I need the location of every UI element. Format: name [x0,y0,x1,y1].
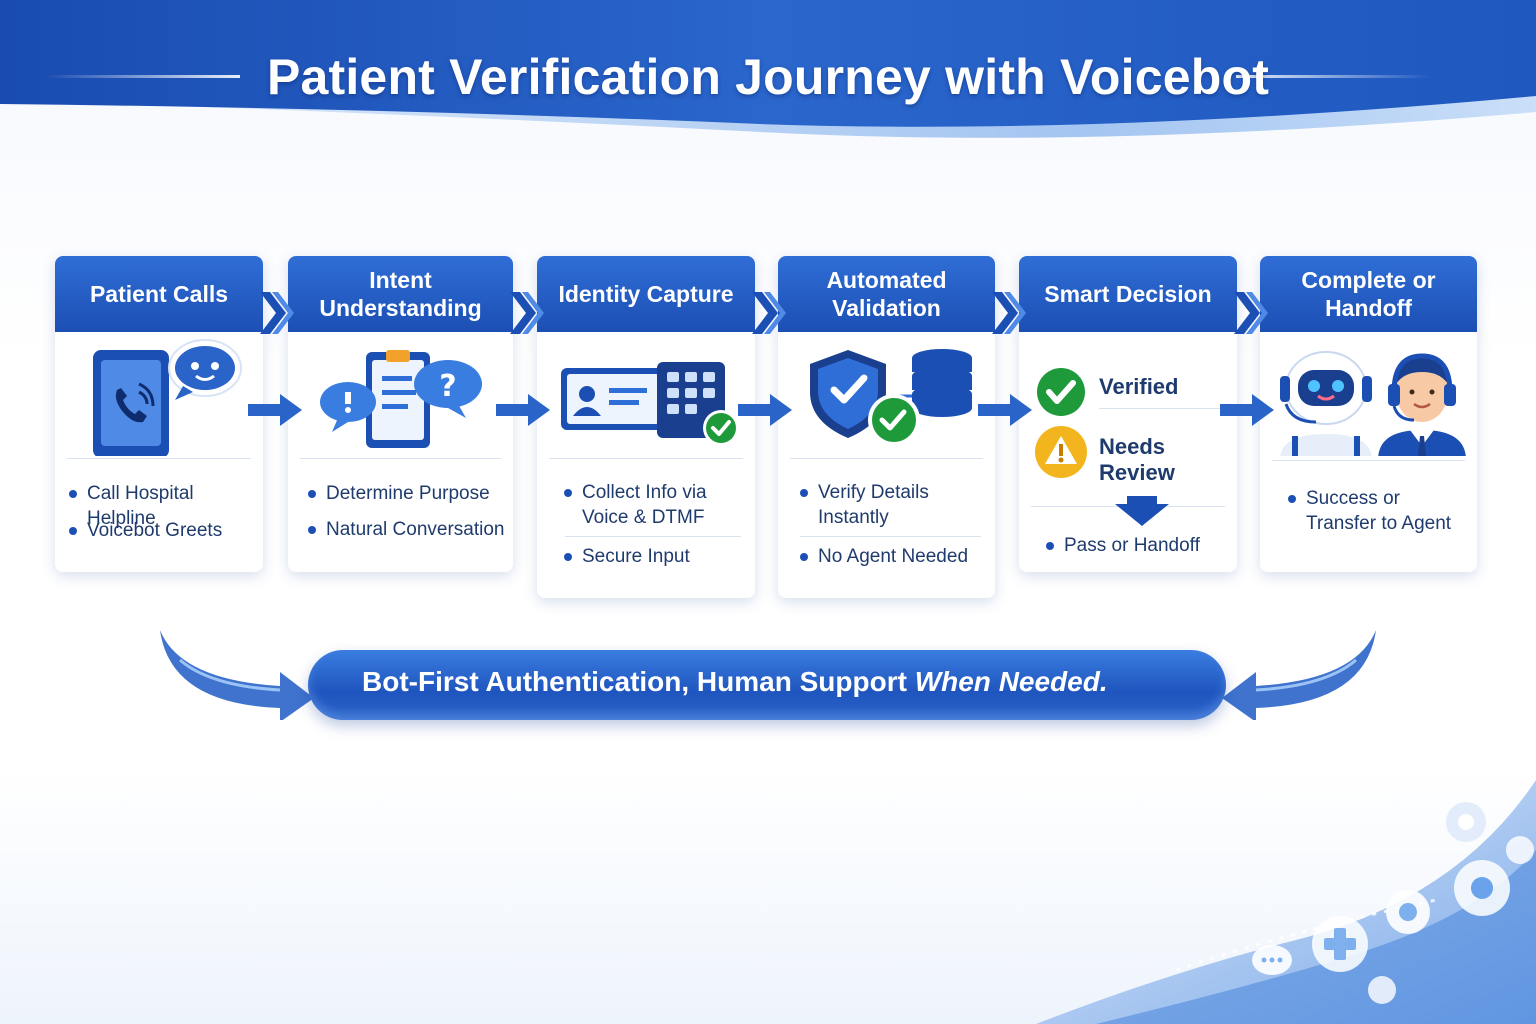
bullet-item: Determine Purpose [308,481,508,506]
bot-agent-icon [1280,351,1466,456]
title-decor-left [45,75,240,78]
svg-text:?: ? [439,369,456,404]
arrow-down-icon [1115,496,1169,526]
divider [565,536,741,537]
flow-arrow-icon [248,394,302,426]
phone-chat-icon [93,339,242,456]
step-card-intent-understanding: Intent Understanding ? Determine Purpose… [288,256,513,572]
step-title: Complete or Handoff [1260,256,1477,332]
flow-arrow-icon [1220,394,1274,426]
divider [790,458,983,459]
decorative-waves [1036,780,1536,1024]
flow-arrow-icon [496,394,550,426]
bullet-item: Call Hospital Helpline [69,481,259,531]
shield-database-icon [810,349,972,446]
flow-arrow-icon [978,394,1032,426]
bullet-item: No Agent Needed [800,544,990,569]
bullet-item: Voicebot Greets [69,518,259,543]
check-circle-icon [1034,365,1088,419]
bullet-item: Natural Conversation [308,517,508,542]
flow-arrow-icon [738,394,792,426]
divider [67,458,251,459]
step-title: Patient Calls [55,256,263,332]
chevron-right-icon [260,292,294,334]
outcome-verified: Verified [1099,374,1179,399]
step-title: Identity Capture [537,256,755,332]
tagline-banner [308,650,1226,720]
tagline-main: Bot-First Authentication, Human Support [362,666,915,697]
bullet-item: Verify Details Instantly [800,480,985,530]
step-card-patient-calls: Patient Calls Call Hospital Helpline Voi… [55,256,263,572]
step-title: Automated Validation [778,256,995,332]
step-card-complete-or-handoff: Complete or Handoff Success or Transfer … [1260,256,1477,572]
bullet-item: Success or Transfer to Agent [1288,486,1468,536]
chat-bubble-icon [1252,945,1292,975]
header-banner [0,0,1536,150]
title-decor-right [1236,75,1431,78]
swoosh-arrow-right-icon [1222,630,1376,720]
clipboard-chat-icon: ? [320,350,482,448]
divider [1272,460,1465,461]
gear-icon [1446,802,1486,842]
divider [800,536,981,537]
divider [1099,408,1223,409]
step-card-identity-capture: Identity Capture Collect Info via Voice … [537,256,755,598]
gear-icon [1386,890,1430,934]
chevron-right-icon [510,292,544,334]
step-card-automated-validation: Automated Validation Verify Details Inst… [778,256,995,598]
bullet-item: Collect Info via Voice & DTMF [564,480,749,530]
step-title: Intent Understanding [288,256,513,332]
outcome-needs-review: Needs Review [1099,434,1175,485]
medical-cross-icon [1312,916,1368,972]
chevron-right-icon [752,292,786,334]
gear-icon [1454,860,1510,916]
page-title: Patient Verification Journey with Voiceb… [266,49,1270,105]
tagline-emphasis: When Needed. [914,666,1108,697]
gear-icon [1506,836,1534,864]
gear-icon [1368,976,1396,1004]
divider [300,458,501,459]
divider [549,458,743,459]
chevron-right-icon [1234,292,1268,334]
step-title: Smart Decision [1019,256,1237,332]
bullet-item: Pass or Handoff [1046,533,1231,558]
id-card-keypad-icon [561,362,739,446]
chevron-right-icon [992,292,1026,334]
swoosh-arrow-left-icon [160,630,314,720]
bullet-item: Secure Input [564,544,749,569]
warning-icon [1035,426,1087,478]
step-card-smart-decision: Smart Decision Verified Needs Review Pas… [1019,256,1237,572]
tagline: Bot-First Authentication, Human Support … [362,664,1108,700]
